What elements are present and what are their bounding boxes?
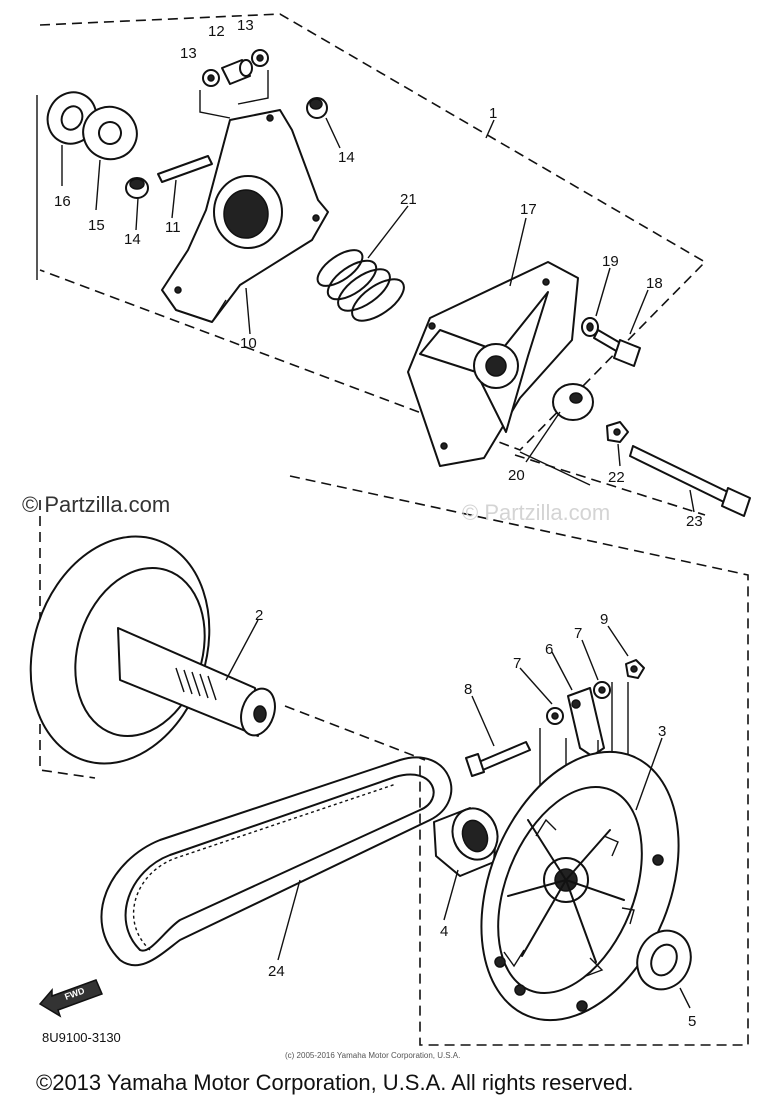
diagram-code: 8U9100-3130	[42, 1030, 121, 1045]
label-21: 21	[400, 191, 417, 208]
part-4-bushing[interactable]	[433, 802, 505, 877]
part-21-spring[interactable]	[312, 243, 411, 328]
part-17-cover[interactable]	[407, 261, 579, 467]
watermark: © Partzilla.com	[22, 492, 170, 517]
part-14-cap[interactable]	[125, 177, 149, 199]
leader-line	[199, 90, 231, 119]
label-3: 3	[658, 723, 666, 740]
label-9: 9	[600, 611, 608, 628]
part-22-nut[interactable]	[606, 421, 629, 443]
leader-line	[519, 451, 591, 486]
small-copyright: (c) 2005-2016 Yamaha Motor Corporation, …	[285, 1051, 460, 1060]
label-1: 1	[489, 105, 497, 122]
label-7b: 7	[574, 625, 582, 642]
label-16: 16	[54, 193, 71, 210]
part-13-washer[interactable]	[251, 49, 269, 67]
label-22: 22	[608, 469, 625, 486]
label-11: 11	[165, 219, 181, 236]
label-18: 18	[646, 275, 663, 292]
label-2: 2	[255, 607, 263, 624]
label-14a: 14	[124, 231, 141, 248]
label-19: 19	[602, 253, 619, 270]
part-11-pin[interactable]	[157, 155, 213, 183]
part-10-spider[interactable]	[161, 109, 329, 323]
label-15: 15	[88, 217, 105, 234]
label-20: 20	[508, 467, 525, 484]
forward-arrow-icon: FWD	[38, 979, 104, 1018]
part-2-sheave[interactable]	[2, 513, 280, 787]
label-12: 12	[208, 23, 225, 40]
label-13a: 13	[180, 45, 197, 62]
part-5-washer[interactable]	[628, 922, 700, 998]
label-8: 8	[464, 681, 472, 698]
label-17: 17	[520, 201, 537, 218]
label-6: 6	[545, 641, 553, 658]
part-24-belt[interactable]	[100, 756, 453, 967]
part-7-washer[interactable]	[546, 707, 564, 725]
label-14b: 14	[338, 149, 355, 166]
part-15-washer[interactable]	[75, 98, 146, 168]
label-5: 5	[688, 1013, 696, 1030]
label-13b: 13	[237, 17, 254, 34]
label-23: 23	[686, 513, 703, 530]
part-8-bolt[interactable]	[465, 741, 531, 777]
part-9-nut[interactable]	[625, 659, 645, 679]
label-10: 10	[240, 335, 257, 352]
leader-line	[237, 70, 269, 105]
part-18-bolt[interactable]	[593, 329, 641, 367]
part-13-washer[interactable]	[202, 69, 220, 87]
part-number-labels: 1 2 3 4 5 6 7 7 8 9 10 11 12 13 13 14 14…	[54, 17, 703, 1030]
label-4: 4	[440, 923, 448, 940]
footer-copyright: ©2013 Yamaha Motor Corporation, U.S.A. A…	[36, 1070, 633, 1095]
part-14-cap[interactable]	[306, 97, 328, 119]
part-20-washer[interactable]	[552, 383, 594, 421]
label-7a: 7	[513, 655, 521, 672]
part-12-roller[interactable]	[221, 59, 253, 85]
part-3-movable-sheave[interactable]	[444, 722, 716, 1049]
part-7-washer[interactable]	[593, 681, 611, 699]
watermark-faint: © Partzilla.com	[462, 500, 610, 525]
part-19-washer[interactable]	[581, 317, 599, 337]
callout-leaders	[61, 117, 695, 1009]
label-24: 24	[268, 963, 285, 980]
part-23-bolt[interactable]	[629, 445, 751, 517]
